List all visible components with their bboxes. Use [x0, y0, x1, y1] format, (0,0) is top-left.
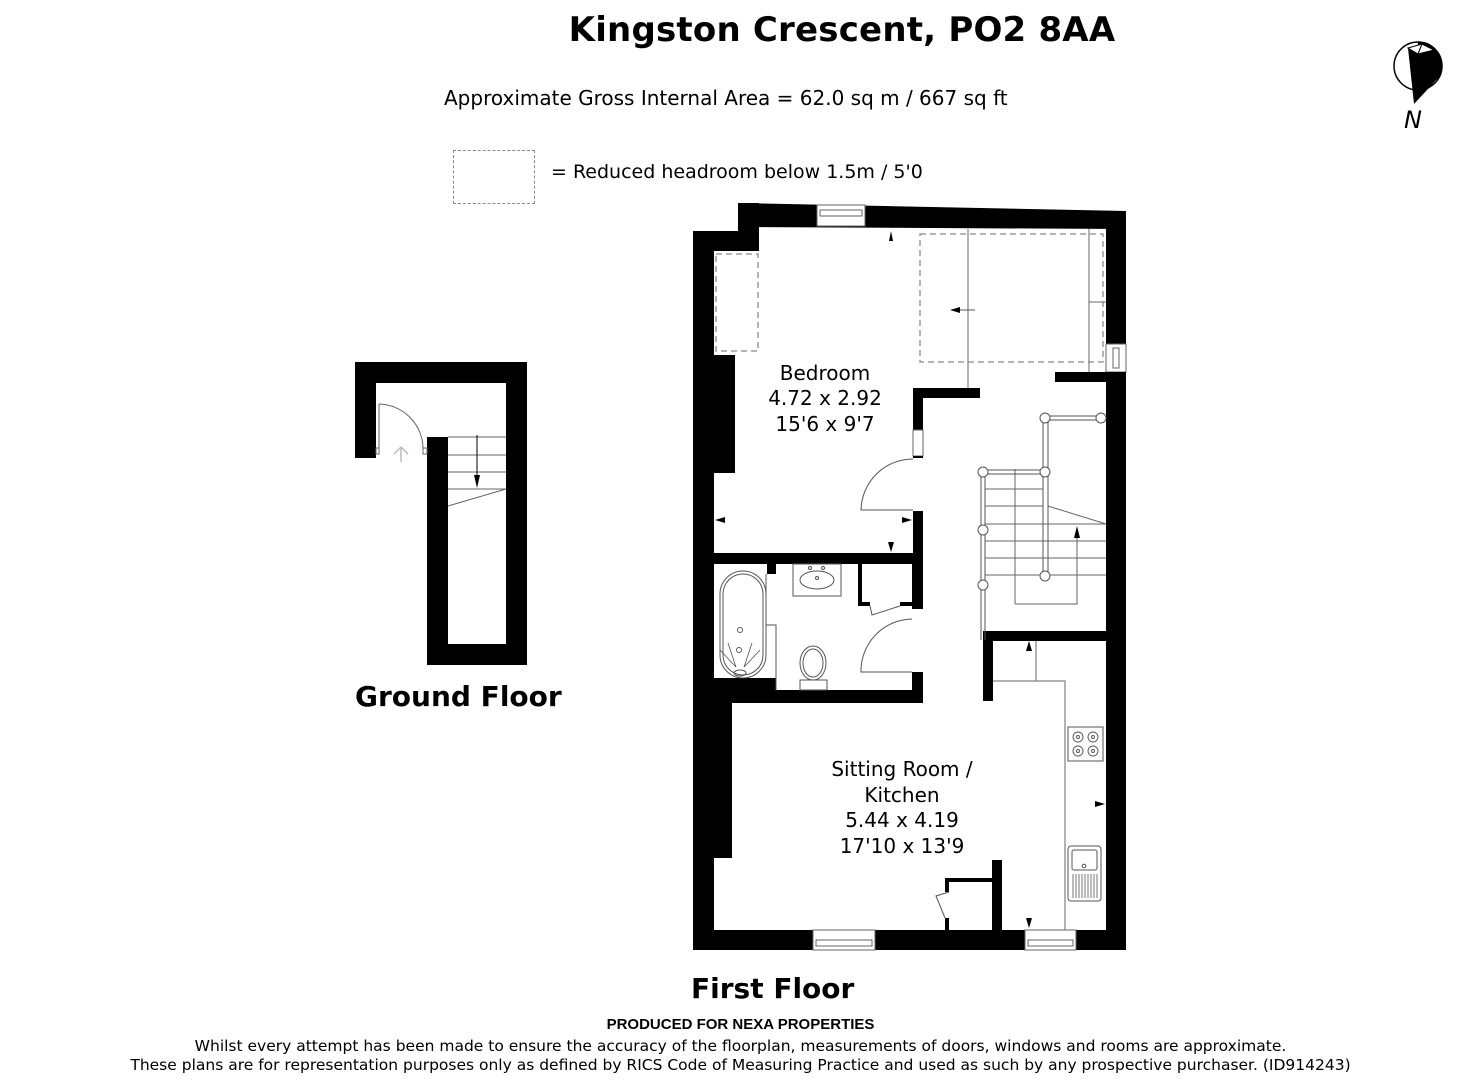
room-metric-bedroom: 4.72 x 2.92: [768, 386, 882, 410]
room-imperial-sitting-room: 17'10 x 13'9: [840, 834, 965, 858]
room-name-sitting-room-line1: Sitting Room /: [831, 757, 973, 781]
room-name-bedroom: Bedroom: [780, 361, 870, 385]
ground-floor-plan: [355, 362, 527, 665]
first-floor-plan: [693, 203, 1127, 951]
room-name-sitting-room-line2: Kitchen: [864, 783, 939, 807]
page-title: Kingston Crescent, PO2 8AA: [568, 10, 1116, 50]
compass-label: N: [1404, 106, 1422, 134]
room-metric-sitting-room: 5.44 x 4.19: [845, 808, 959, 832]
disclaimer-line-1: Whilst every attempt has been made to en…: [194, 1037, 1287, 1055]
reduced-headroom-legend-text: = Reduced headroom below 1.5m / 5'0: [551, 161, 923, 183]
first-floor-label: First Floor: [691, 972, 855, 1005]
ground-floor-label: Ground Floor: [355, 680, 562, 713]
produced-for: PRODUCED FOR NEXA PROPERTIES: [606, 1016, 875, 1033]
room-imperial-bedroom: 15'6 x 9'7: [775, 412, 874, 436]
disclaimer-line-2: These plans are for representation purpo…: [130, 1056, 1351, 1074]
north-arrow-icon: N: [1388, 36, 1448, 136]
gross-internal-area: Approximate Gross Internal Area = 62.0 s…: [444, 86, 1008, 110]
reduced-headroom-legend-swatch: [453, 150, 535, 204]
